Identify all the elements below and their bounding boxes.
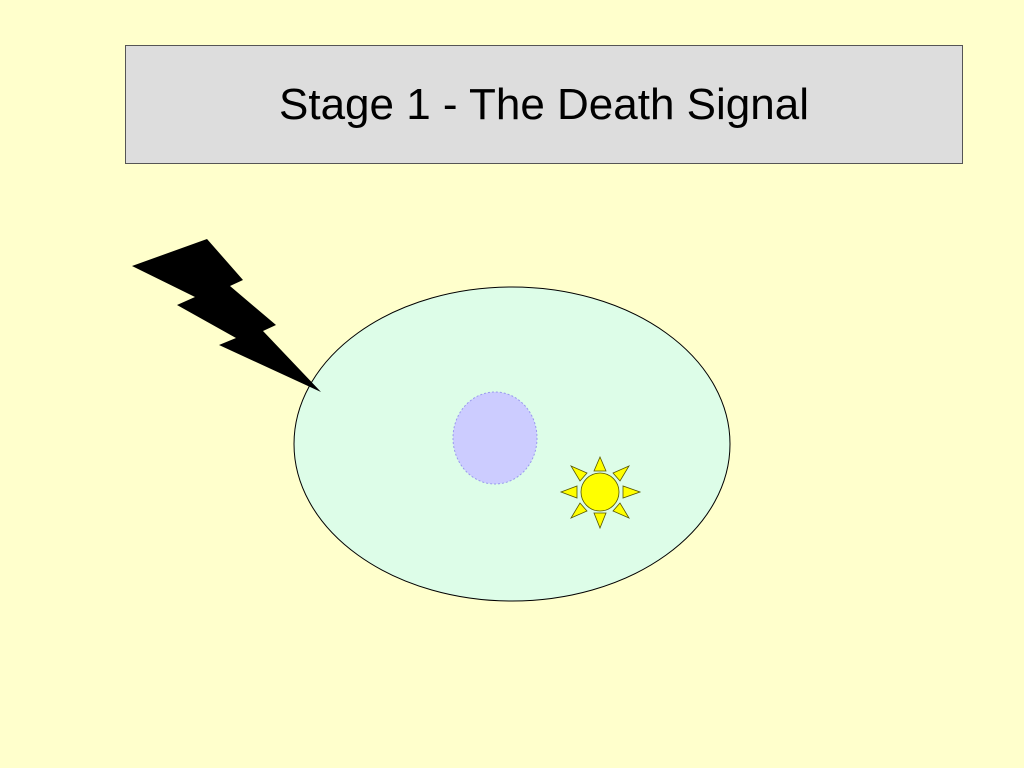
sun-core	[580, 472, 620, 512]
sun-ray-bottom-left	[570, 502, 588, 519]
sun-ray-bottom	[593, 512, 607, 530]
title-box: Stage 1 - The Death Signal	[125, 45, 963, 164]
sun-ray-top	[593, 455, 607, 472]
lightning-bolt-icon	[132, 239, 321, 392]
sun-ray-top-right	[612, 465, 630, 482]
sun-icon	[559, 455, 642, 530]
sun-ray-bottom-right	[612, 502, 630, 519]
sun-ray-right	[622, 485, 642, 499]
sun-ray-left	[559, 485, 578, 499]
nucleus	[452, 391, 538, 485]
slide-title: Stage 1 - The Death Signal	[279, 79, 809, 129]
sun-ray-top-left	[570, 465, 588, 482]
